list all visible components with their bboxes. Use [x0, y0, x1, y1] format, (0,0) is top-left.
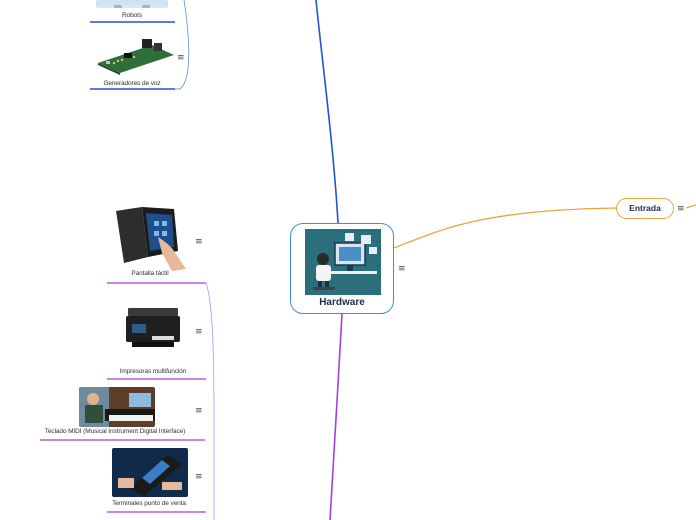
purple-sub-line [205, 282, 215, 520]
orange-branch-line [393, 207, 617, 249]
robots-label: Robots [122, 12, 142, 19]
voice-generator-board-image [94, 33, 176, 75]
root-title: Hardware [319, 297, 365, 308]
entrada-label: Entrada [629, 203, 661, 213]
entrada-menu-icon[interactable]: ≡ [677, 204, 685, 214]
purple-branch-line [329, 313, 343, 520]
midi-keyboard-image [79, 387, 155, 427]
blue-sub-line [90, 0, 190, 90]
terminales-menu-icon[interactable]: ≡ [195, 472, 203, 482]
pos-terminal-image [112, 448, 188, 497]
root-menu-icon[interactable]: ≡ [398, 264, 406, 274]
pantalla-label: Pantalla táctil [131, 270, 169, 277]
printer-image [124, 302, 182, 350]
touch-screen-image [112, 207, 188, 271]
orange-continuation [685, 204, 696, 209]
teclado-label: Teclado MIDI (Musical Instrument Digital… [44, 428, 186, 435]
terminales-label: Terminales punto de venta [112, 500, 186, 507]
robots-image [96, 0, 168, 8]
impresoras-menu-icon[interactable]: ≡ [195, 327, 203, 337]
generadores-label: Generadores de voz [103, 80, 161, 87]
blue-branch-line [315, 0, 339, 224]
entrada-node[interactable]: Entrada [616, 198, 674, 219]
hardware-illustration [305, 229, 381, 295]
pantalla-menu-icon[interactable]: ≡ [195, 237, 203, 247]
root-node-hardware[interactable]: Hardware [290, 223, 394, 314]
generadores-menu-icon[interactable]: ≡ [177, 53, 185, 63]
teclado-menu-icon[interactable]: ≡ [195, 406, 203, 416]
impresoras-label: Impresoras multifunción [119, 368, 187, 375]
